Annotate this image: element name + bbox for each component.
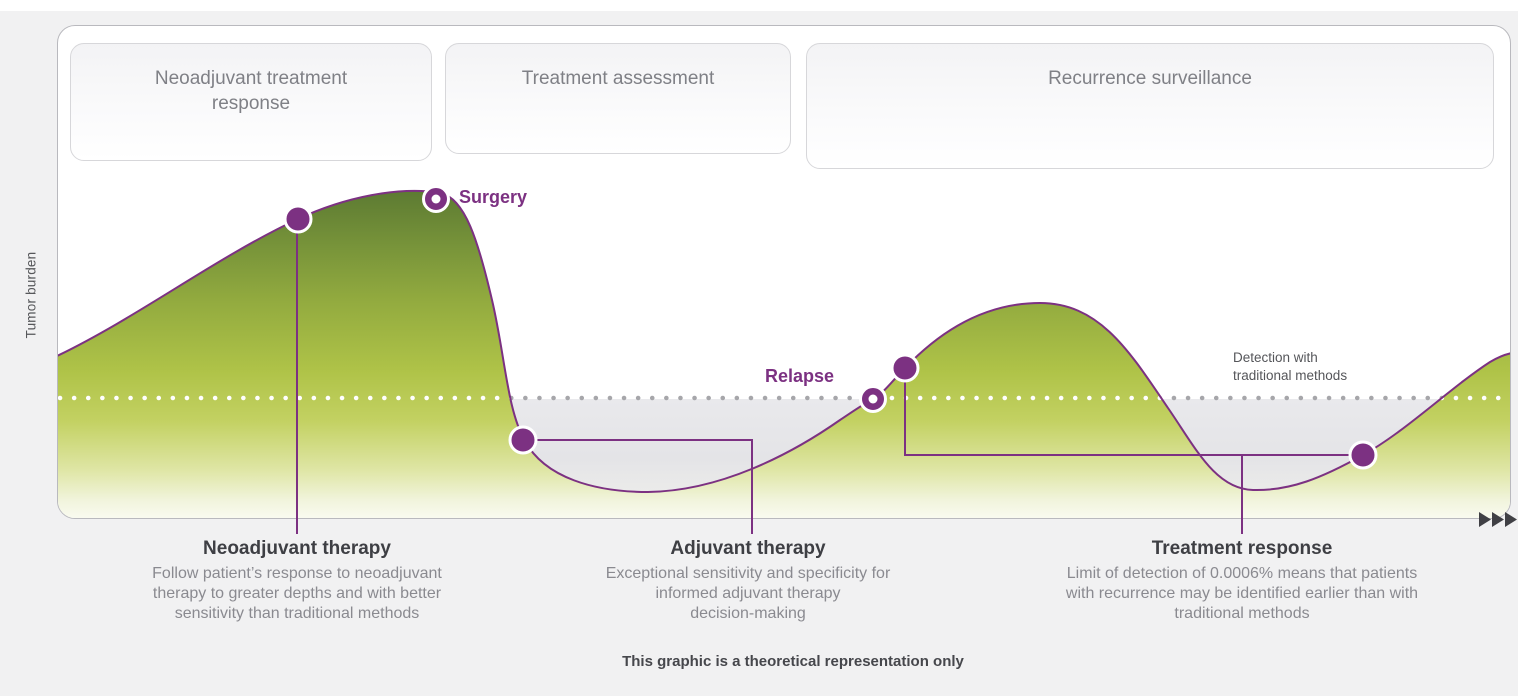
caption-title: Neoadjuvant therapy bbox=[203, 538, 391, 559]
caption-body-line: informed adjuvant therapy bbox=[655, 585, 841, 602]
caption-treatment-response: Treatment response Limit of detection of… bbox=[1000, 538, 1484, 624]
phase-label: Neoadjuvant treatment response bbox=[154, 68, 348, 114]
caption-body-line: Follow patient’s response to neoadjuvant bbox=[152, 565, 442, 582]
top-white-strip bbox=[0, 0, 1518, 11]
phase-panel-surveillance: Recurrence surveillance bbox=[806, 43, 1494, 169]
caption-body-line: decision-making bbox=[690, 605, 806, 622]
disclaimer-text: This graphic is a theoretical representa… bbox=[622, 653, 964, 670]
caption-body-line: therapy to greater depths and with bette… bbox=[152, 585, 442, 602]
caption-body-line: Exceptional sensitivity and specificity … bbox=[605, 565, 891, 582]
caption-body-line: with recurrence may be identified earlie… bbox=[1065, 585, 1419, 602]
phase-panel-neoadjuvant: Neoadjuvant treatment response bbox=[70, 43, 432, 161]
caption-title: Adjuvant therapy bbox=[670, 538, 826, 559]
caption-body-line: traditional methods bbox=[1174, 605, 1310, 622]
caption-title: Treatment response bbox=[1151, 538, 1333, 559]
threshold-label-line1: Detection with bbox=[1233, 350, 1318, 365]
detection-threshold-label: Detection with traditional methods bbox=[1233, 349, 1347, 385]
surgery-label: Surgery bbox=[459, 187, 528, 207]
phase-label: Recurrence surveillance bbox=[1048, 68, 1252, 89]
threshold-label-line2: traditional methods bbox=[1233, 368, 1348, 383]
phase-panel-assessment: Treatment assessment bbox=[445, 43, 791, 154]
caption-body-line: Limit of detection of 0.0006% means that… bbox=[1066, 565, 1418, 582]
y-axis-label: Tumor burden bbox=[23, 251, 39, 339]
phase-label: Treatment assessment bbox=[521, 68, 715, 89]
relapse-label: Relapse bbox=[765, 366, 835, 386]
caption-adjuvant-therapy: Adjuvant therapy Exceptional sensitivity… bbox=[548, 538, 948, 624]
caption-neoadjuvant-therapy: Neoadjuvant therapy Follow patient’s res… bbox=[97, 538, 497, 624]
caption-body-line: sensitivity than traditional methods bbox=[174, 605, 420, 622]
